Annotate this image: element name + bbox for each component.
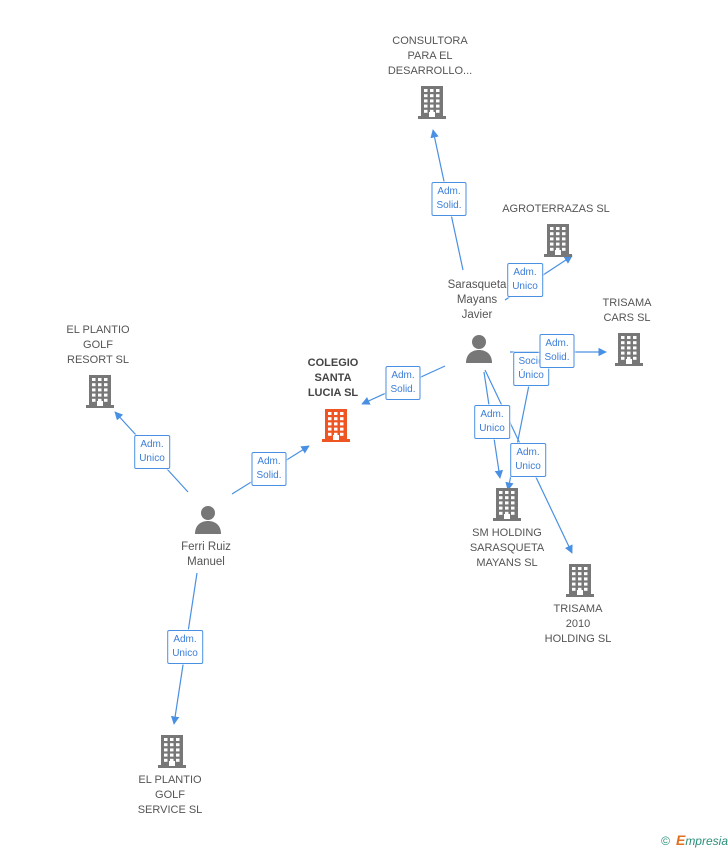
edge-label[interactable]: Adm. Solid. — [385, 366, 421, 400]
node-icon-sm-holding[interactable] — [491, 486, 523, 527]
node-label-sm-holding[interactable]: SM HOLDING SARASQUETA MAYANS SL — [469, 527, 545, 569]
building-icon[interactable] — [156, 733, 188, 769]
node-label-ferri[interactable]: Ferri Ruiz Manuel — [181, 541, 231, 568]
building-icon[interactable] — [613, 331, 645, 367]
node-icon-consultora[interactable] — [416, 84, 448, 125]
node-label-plantio-resort[interactable]: EL PLANTIO GOLF RESORT SL — [66, 324, 130, 366]
footer-brand: © Empresia — [661, 832, 728, 848]
edge-label[interactable]: Adm. Unico — [167, 630, 203, 664]
node-icon-agroterrazas[interactable] — [542, 222, 574, 263]
node-label-consultora[interactable]: CONSULTORA PARA EL DESARROLLO... — [387, 35, 473, 77]
node-icon-plantio-service[interactable] — [156, 733, 188, 774]
edge-label-line: Socio — [518, 356, 544, 367]
person-icon[interactable] — [463, 334, 495, 364]
edge-label-line: Adm. — [513, 267, 537, 278]
edge-label[interactable]: Adm. Unico — [507, 263, 543, 297]
node-label-sarasqueta[interactable]: Sarasqueta Mayans Javier — [447, 279, 507, 321]
edge-label-line: Solid. — [436, 200, 462, 211]
edge-label-line: Adm. — [545, 338, 569, 349]
edge-label-line: Adm. — [391, 370, 415, 381]
edge-label-line: Solid. — [390, 384, 416, 395]
edge-label-line: Solid. — [256, 470, 282, 481]
brand-name: mpresia — [685, 834, 728, 848]
edge-label[interactable]: Adm. Unico — [134, 435, 170, 469]
edge-label-line: Adm. — [480, 409, 504, 420]
building-icon[interactable] — [542, 222, 574, 258]
edge-label-line: Adm. — [257, 456, 281, 467]
edge-label-line: Adm. — [173, 634, 197, 645]
person-icon[interactable] — [192, 505, 224, 535]
edge-label[interactable]: Adm. Unico — [474, 405, 510, 439]
edge-label[interactable]: Adm. Unico — [510, 443, 546, 477]
building-icon[interactable] — [491, 486, 523, 522]
edge-label-line: Adm. — [140, 439, 164, 450]
node-label-plantio-service[interactable]: EL PLANTIO GOLF SERVICE SL — [137, 774, 203, 816]
building-icon[interactable] — [84, 373, 116, 409]
edge-label-line: Único — [518, 370, 544, 381]
node-icon-trisama-2010[interactable] — [564, 562, 596, 603]
node-icon-plantio-resort[interactable] — [84, 373, 116, 414]
building-icon[interactable] — [320, 407, 352, 443]
building-icon[interactable] — [416, 84, 448, 120]
edge-label[interactable]: Adm. Solid. — [539, 334, 575, 368]
edge-label-line: Unico — [139, 453, 165, 464]
node-icon-colegio[interactable] — [320, 407, 352, 448]
node-label-trisama-cars[interactable]: TRISAMA CARS SL — [602, 297, 652, 324]
node-icon-sarasqueta[interactable] — [463, 334, 495, 369]
edge-label-line: Unico — [515, 461, 541, 472]
copyright-symbol: © — [661, 834, 670, 848]
edge-label-line: Unico — [512, 281, 538, 292]
edge-label[interactable]: Adm. Solid. — [431, 182, 467, 216]
node-icon-ferri[interactable] — [192, 505, 224, 540]
edge-label-line: Solid. — [544, 352, 570, 363]
edge-label[interactable]: Adm. Solid. — [251, 452, 287, 486]
edge-label-line: Adm. — [516, 447, 540, 458]
node-icon-trisama-cars[interactable] — [613, 331, 645, 372]
building-icon[interactable] — [564, 562, 596, 598]
node-label-trisama-2010[interactable]: TRISAMA 2010 HOLDING SL — [544, 603, 612, 645]
brand-initial: E — [675, 832, 686, 848]
edge-label-line: Adm. — [437, 186, 461, 197]
node-label-agroterrazas[interactable]: AGROTERRAZAS SL — [502, 203, 610, 215]
edge-label-line: Unico — [479, 423, 505, 434]
node-label-colegio[interactable]: COLEGIO SANTA LUCIA SL — [307, 357, 359, 399]
edge-label-line: Unico — [172, 648, 198, 659]
